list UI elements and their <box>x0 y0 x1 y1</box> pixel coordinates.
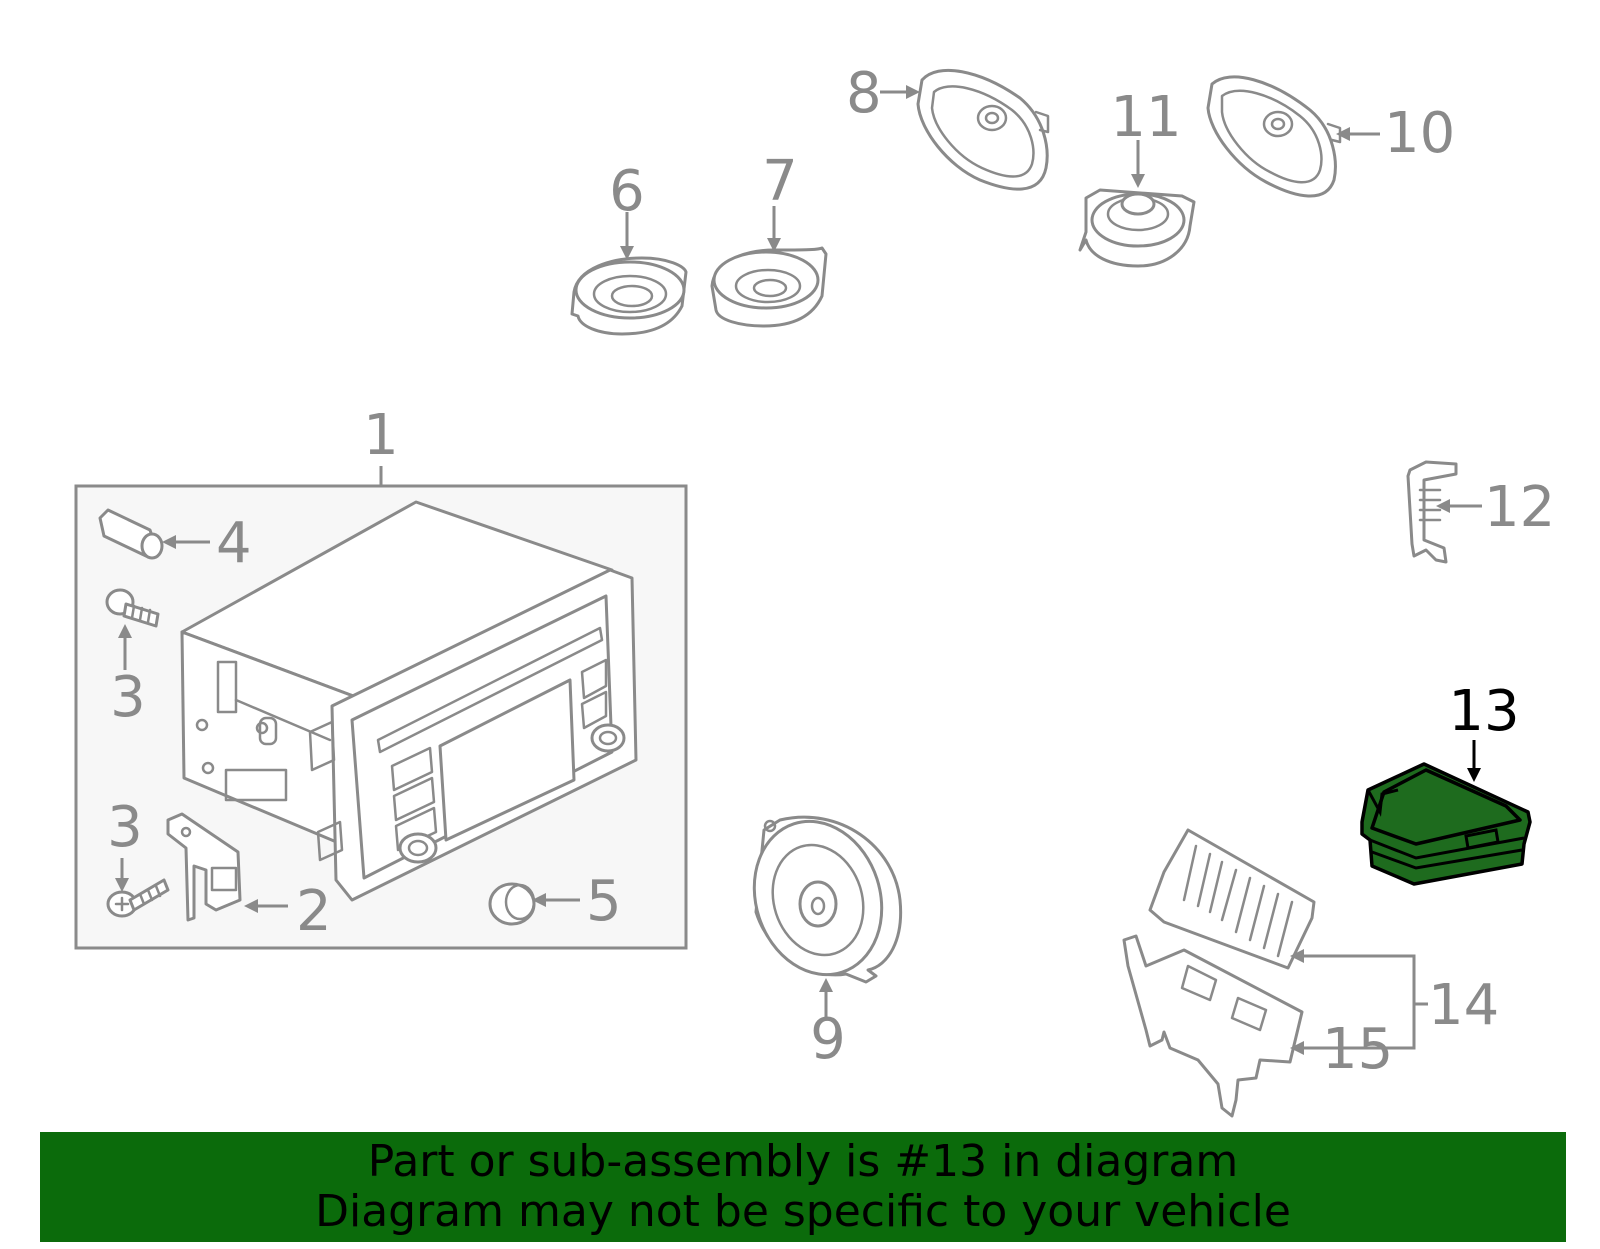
speaker-8[interactable] <box>916 68 1050 191</box>
callout-12: 12 <box>1484 475 1555 540</box>
cap[interactable] <box>488 882 536 926</box>
amplifier-bracket[interactable] <box>1122 934 1304 1118</box>
callout-5: 5 <box>586 869 622 934</box>
callout-3-lower: 3 <box>107 795 143 860</box>
callout-10: 10 <box>1384 101 1455 166</box>
speaker-7[interactable] <box>710 246 828 328</box>
screw-upper[interactable] <box>105 588 160 628</box>
callout-3-upper: 3 <box>110 665 146 730</box>
callout-9: 9 <box>810 1007 846 1072</box>
callout-2: 2 <box>296 879 332 944</box>
speaker-9[interactable] <box>735 805 903 992</box>
radio-head-unit[interactable] <box>180 500 638 902</box>
leader-14-15 <box>1290 949 1428 1055</box>
footer-line-part: Part or sub-assembly is #13 in diagram <box>367 1136 1239 1187</box>
callout-13: 13 <box>1448 679 1519 744</box>
bushing[interactable] <box>98 508 164 560</box>
speaker-11[interactable] <box>1078 188 1196 268</box>
callout-6: 6 <box>609 159 645 224</box>
callout-4: 4 <box>216 511 252 576</box>
amplifier[interactable] <box>1148 828 1316 970</box>
callout-7: 7 <box>762 149 798 214</box>
callout-8: 8 <box>846 61 882 126</box>
callout-1: 1 <box>363 403 399 468</box>
callout-14: 14 <box>1428 973 1499 1038</box>
mounting-bracket[interactable] <box>166 812 242 922</box>
footer-banner: Part or sub-assembly is #13 in diagram D… <box>40 1132 1566 1242</box>
parts-diagram: 1 2 3 3 4 5 6 7 8 9 10 11 12 13 14 15 <box>74 61 1555 1118</box>
callout-11: 11 <box>1110 85 1181 150</box>
speaker-10[interactable] <box>1206 75 1342 198</box>
screw-lower[interactable] <box>106 878 170 918</box>
speaker-6[interactable] <box>570 256 688 336</box>
footer-line-disclaimer: Diagram may not be specific to your vehi… <box>315 1186 1291 1237</box>
callout-15: 15 <box>1322 1017 1393 1082</box>
retainer-clip[interactable] <box>1406 460 1458 564</box>
highlighted-module-13[interactable] <box>1360 762 1532 886</box>
